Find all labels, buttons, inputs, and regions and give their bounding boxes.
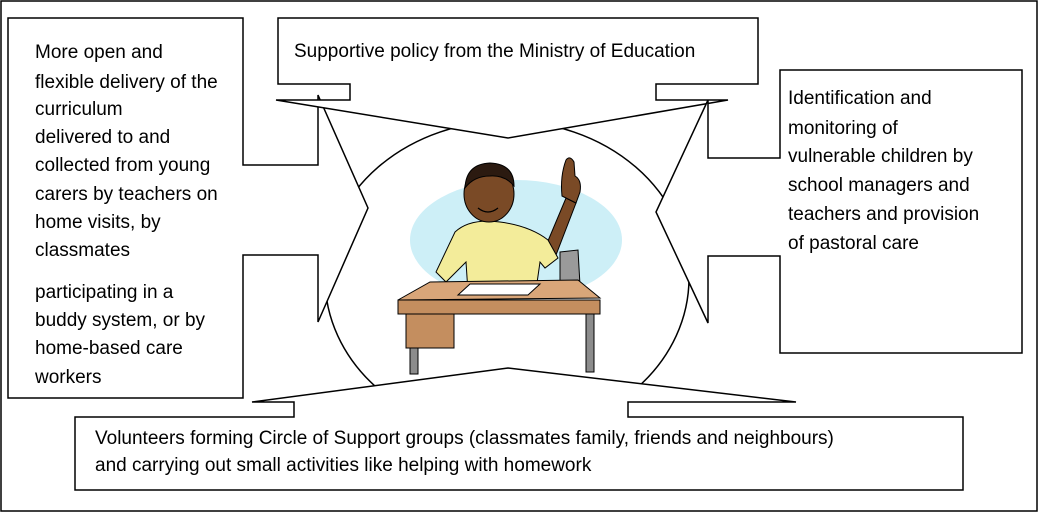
left-line: home visits, by	[35, 212, 161, 233]
bottom-callout-shape	[74, 367, 964, 491]
bottom-box-text: Volunteers forming Circle of Support gro…	[95, 428, 834, 476]
left-line: delivered to and	[35, 127, 170, 148]
smile	[477, 207, 499, 213]
raised-hand	[561, 157, 581, 204]
paper	[456, 283, 542, 296]
right-line: monitoring of	[788, 118, 899, 139]
left-line: classmates	[35, 240, 130, 261]
left-line: buddy system, or by	[35, 310, 206, 331]
left-line: curriculum	[35, 99, 123, 120]
left-line: workers	[34, 367, 102, 388]
desk-leg-left	[409, 347, 419, 375]
top-box-text: Supportive policy from the Ministry of E…	[294, 41, 695, 62]
right-box-text: Identification and monitoring of vulnera…	[788, 88, 979, 254]
bottom-line: Volunteers forming Circle of Support gro…	[95, 428, 834, 449]
right-line: Identification and	[788, 88, 932, 109]
right-line: school managers and	[788, 175, 970, 196]
student-clipart	[397, 157, 622, 375]
left-line: participating in a	[35, 282, 174, 303]
hair	[464, 162, 515, 190]
left-line: carers by teachers on	[35, 184, 218, 205]
left-line: flexible delivery of the	[35, 72, 218, 93]
top-callout-shape	[275, 17, 759, 139]
left-line: collected from young	[35, 155, 210, 176]
desk-drawer	[405, 313, 455, 349]
desk-leg-right	[585, 313, 595, 373]
right-line: vulnerable children by	[788, 146, 973, 167]
right-line: teachers and provision	[788, 204, 979, 225]
left-line: home-based care	[35, 338, 183, 359]
right-line: of pastoral care	[788, 233, 919, 254]
bottom-line: and carrying out small activities like h…	[95, 455, 592, 476]
right-callout-shape	[655, 69, 1023, 354]
left-line: More open and	[35, 42, 163, 63]
left-box-text: More open and flexible delivery of the c…	[34, 42, 218, 388]
desk-front	[397, 299, 601, 315]
left-callout-shape	[7, 17, 369, 399]
